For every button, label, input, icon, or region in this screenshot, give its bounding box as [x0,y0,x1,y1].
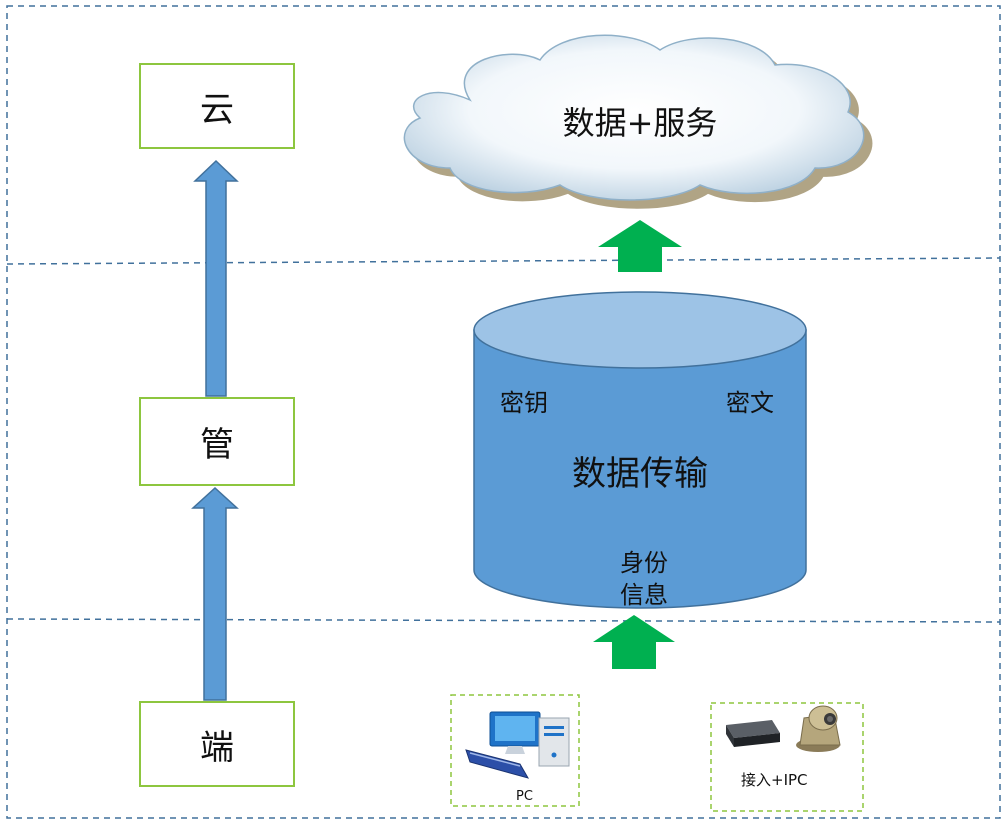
layer-box-cloud [139,63,295,149]
layer-label-pipe: 管 [200,425,234,465]
cylinder-bottom-label-line2: 信息 [620,581,668,609]
ipc-camera-icon [796,705,841,752]
outer-frame [6,5,1001,819]
ipc-label: 接入+IPC [741,771,808,789]
layer-box-edge [139,701,295,787]
layer-label-edge: 端 [200,727,234,768]
arrow-pipe-to-cloud [193,159,239,397]
cylinder-bottom-label-line1: 身份 [620,549,668,577]
device-box-ipc [710,702,864,812]
recorder-device-icon [726,720,780,747]
pc-label: PC [516,789,533,804]
pc-computer-icon [465,711,570,779]
arrow-cylinder-to-cloud [598,220,682,272]
layer-box-pipe [139,397,295,486]
layer-label-cloud: 云 [200,89,234,130]
cloud-shape [403,34,865,201]
device-box-pc [450,694,580,807]
cylinder-left-label: 密钥 [500,389,548,417]
cylinder-title: 数据传输 [572,454,708,494]
cloud-label: 数据+服务 [562,104,718,142]
arrow-edge-to-pipe [191,486,239,701]
cylinder-shape [473,291,807,609]
divider-cloud-pipe [6,257,1001,265]
cylinder-right-label: 密文 [726,389,774,417]
divider-pipe-edge [6,618,1001,623]
arrow-devices-to-cylinder [593,615,675,669]
